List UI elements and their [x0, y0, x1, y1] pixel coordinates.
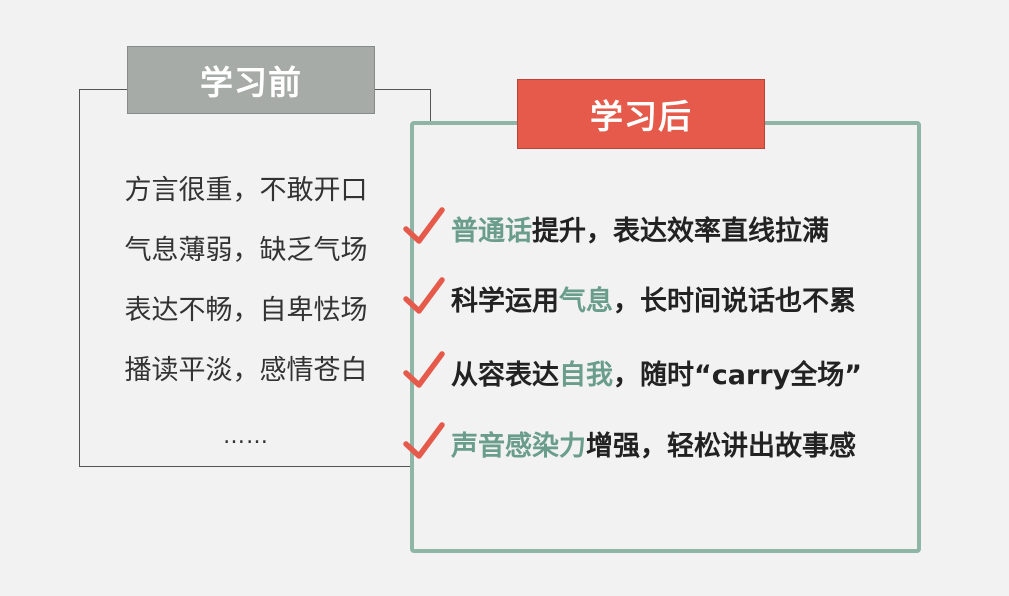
after-item: 声音感染力增强，轻松讲出故事感 [402, 418, 856, 468]
after-item-text: 普通话提升，表达效率直线拉满 [451, 209, 829, 248]
before-list: 方言很重，不敢开口 气息薄弱，缺乏气场 表达不畅，自卑怯场 播读平淡，感情苍白 [100, 170, 392, 410]
check-icon [403, 351, 445, 388]
check-icon [403, 207, 445, 244]
after-item-text: 科学运用气息，长时间说话也不累 [451, 279, 856, 318]
after-item: 从容表达自我，随时“carry全场” [402, 347, 862, 397]
after-panel [410, 121, 921, 553]
after-item-text: 声音感染力增强，轻松讲出故事感 [451, 424, 856, 463]
before-header: 学习前 [127, 46, 375, 114]
after-item-rest: ，长时间说话也不累 [613, 285, 856, 317]
before-item: 方言很重，不敢开口 [124, 175, 368, 206]
before-title: 学习前 [200, 63, 302, 102]
before-item: 播读平淡，感情苍白 [124, 355, 368, 386]
after-item-rest: ，随时“carry全场” [613, 359, 862, 391]
check-icon [403, 422, 445, 459]
after-item-highlight: 气息 [559, 285, 613, 317]
before-panel [79, 89, 431, 467]
after-item-highlight: 自我 [559, 359, 613, 391]
after-item-text: 从容表达自我，随时“carry全场” [451, 353, 862, 392]
after-item-highlight: 普通话 [451, 215, 532, 247]
before-ellipsis: …… [223, 424, 269, 449]
before-item: 表达不畅，自卑怯场 [124, 295, 368, 326]
after-item-highlight: 声音感染力 [451, 430, 586, 462]
after-item-rest: 提升，表达效率直线拉满 [532, 215, 829, 247]
after-item: 普通话提升，表达效率直线拉满 [402, 203, 829, 253]
after-item-lead: 科学运用 [451, 285, 559, 317]
after-item: 科学运用气息，长时间说话也不累 [402, 273, 856, 323]
before-item: 气息薄弱，缺乏气场 [124, 235, 368, 266]
after-header: 学习后 [517, 79, 765, 149]
after-item-lead: 从容表达 [451, 359, 559, 391]
after-title: 学习后 [590, 97, 692, 136]
check-icon [403, 277, 445, 314]
after-item-rest: 增强，轻松讲出故事感 [586, 430, 856, 462]
